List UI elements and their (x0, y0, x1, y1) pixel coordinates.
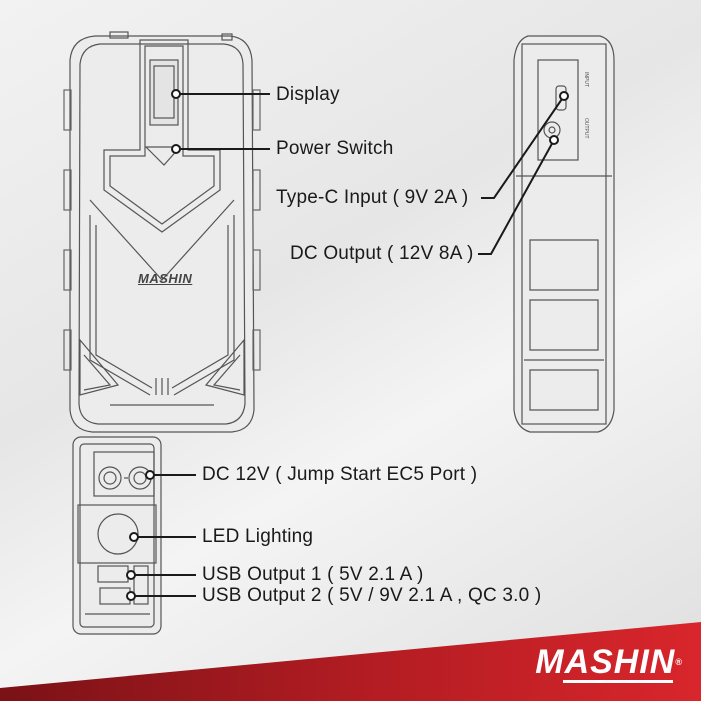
brand-logo: MASHIN® (535, 645, 683, 679)
body-logo: MASHIN (138, 271, 193, 286)
brand-underline (563, 680, 673, 683)
usb-output-1-label: USB Output 1 ( 5V 2.1 A ) (202, 564, 424, 585)
svg-text:INPUT: INPUT (583, 72, 589, 87)
brand-logo-text: MASHIN (535, 643, 676, 681)
usb2-leader (126, 591, 196, 601)
type-c-input-label: Type-C Input ( 9V 2A ) (276, 187, 469, 208)
dc-12v-label: DC 12V ( Jump Start EC5 Port ) (202, 464, 478, 485)
dc-output-leader (478, 135, 559, 255)
display-label: Display (276, 84, 340, 105)
led-leader (129, 532, 196, 542)
usb1-leader (126, 570, 196, 580)
led-lighting-label: LED Lighting (202, 526, 314, 547)
svg-text:OUTPUT: OUTPUT (583, 118, 589, 139)
power-switch-label: Power Switch (276, 138, 394, 159)
power-switch-leader (171, 144, 270, 154)
dc-12v-leader (145, 470, 196, 480)
usb-output-2-label: USB Output 2 ( 5V / 9V 2.1 A , QC 3.0 ) (202, 585, 542, 606)
dc-output-label: DC Output ( 12V 8A ) (290, 243, 474, 264)
type-c-leader (481, 91, 569, 199)
display-leader (171, 89, 270, 99)
registered-mark: ® (675, 657, 683, 667)
